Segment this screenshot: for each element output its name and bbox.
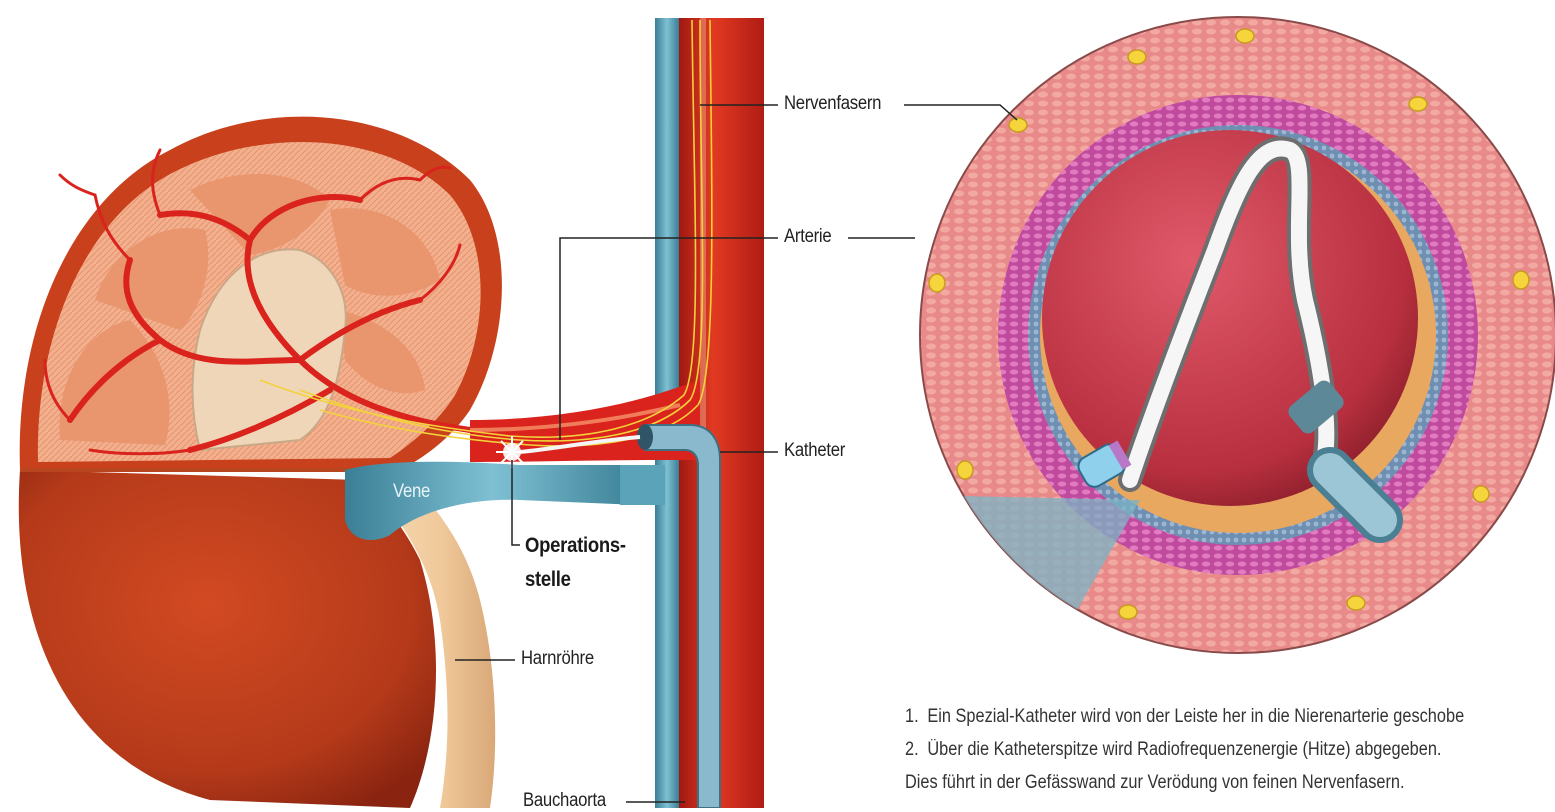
step-2: 2.Über die Katheterspitze wird Radiofreq… — [905, 733, 1473, 766]
label-arterie: Arterie — [784, 226, 831, 248]
label-operationsstelle-line1: Operations- — [525, 534, 626, 558]
label-vene: Vene — [393, 481, 430, 503]
label-nervenfasern: Nervenfasern — [784, 93, 881, 115]
step-1-text: Ein Spezial-Katheter wird von der Leiste… — [927, 706, 1464, 727]
label-operationsstelle-line2: stelle — [525, 568, 571, 592]
step-2-text: Über die Katheterspitze wird Radiofreque… — [927, 739, 1441, 760]
label-bauchaorta: Bauchaorta — [523, 790, 606, 812]
procedure-steps: 1.Ein Spezial-Katheter wird von der Leis… — [905, 700, 1555, 799]
renal-vein — [345, 462, 640, 540]
step-1-number: 1. — [905, 700, 927, 733]
step-2-continuation: Dies führt in der Gefässwand zur Verödun… — [905, 766, 1473, 799]
artery-cross-section — [920, 17, 1555, 653]
step-2-continuation-text: Dies führt in der Gefässwand zur Verödun… — [905, 772, 1405, 793]
label-katheter: Katheter — [784, 440, 845, 462]
step-2-number: 2. — [905, 733, 927, 766]
step-1: 1.Ein Spezial-Katheter wird von der Leis… — [905, 700, 1473, 733]
label-harnroehre: Harnröhre — [521, 648, 594, 670]
